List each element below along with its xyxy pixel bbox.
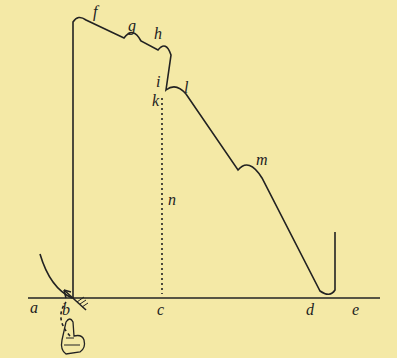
ordinate-line bbox=[161, 98, 163, 294]
recorded-curve bbox=[73, 17, 335, 298]
point-letter: c bbox=[157, 302, 164, 318]
point-letter: g bbox=[128, 18, 136, 34]
point-letter: f bbox=[93, 4, 97, 20]
point-letter: e bbox=[352, 302, 359, 318]
pointing-hand bbox=[62, 319, 85, 354]
point-letter: m bbox=[256, 152, 268, 168]
point-letter: l bbox=[184, 80, 188, 96]
baseline bbox=[28, 297, 380, 299]
point-letter: b bbox=[62, 302, 70, 318]
arrow-feathers bbox=[77, 297, 88, 307]
point-letter: n bbox=[168, 192, 176, 208]
hand-fingers bbox=[64, 338, 80, 345]
point-letter: d bbox=[306, 302, 314, 318]
point-letter: a bbox=[30, 300, 38, 316]
point-letter: h bbox=[154, 26, 162, 42]
point-letter: k bbox=[152, 93, 159, 109]
start-arc bbox=[40, 254, 72, 298]
point-letter: i bbox=[156, 74, 160, 90]
arrow-head bbox=[64, 290, 71, 298]
